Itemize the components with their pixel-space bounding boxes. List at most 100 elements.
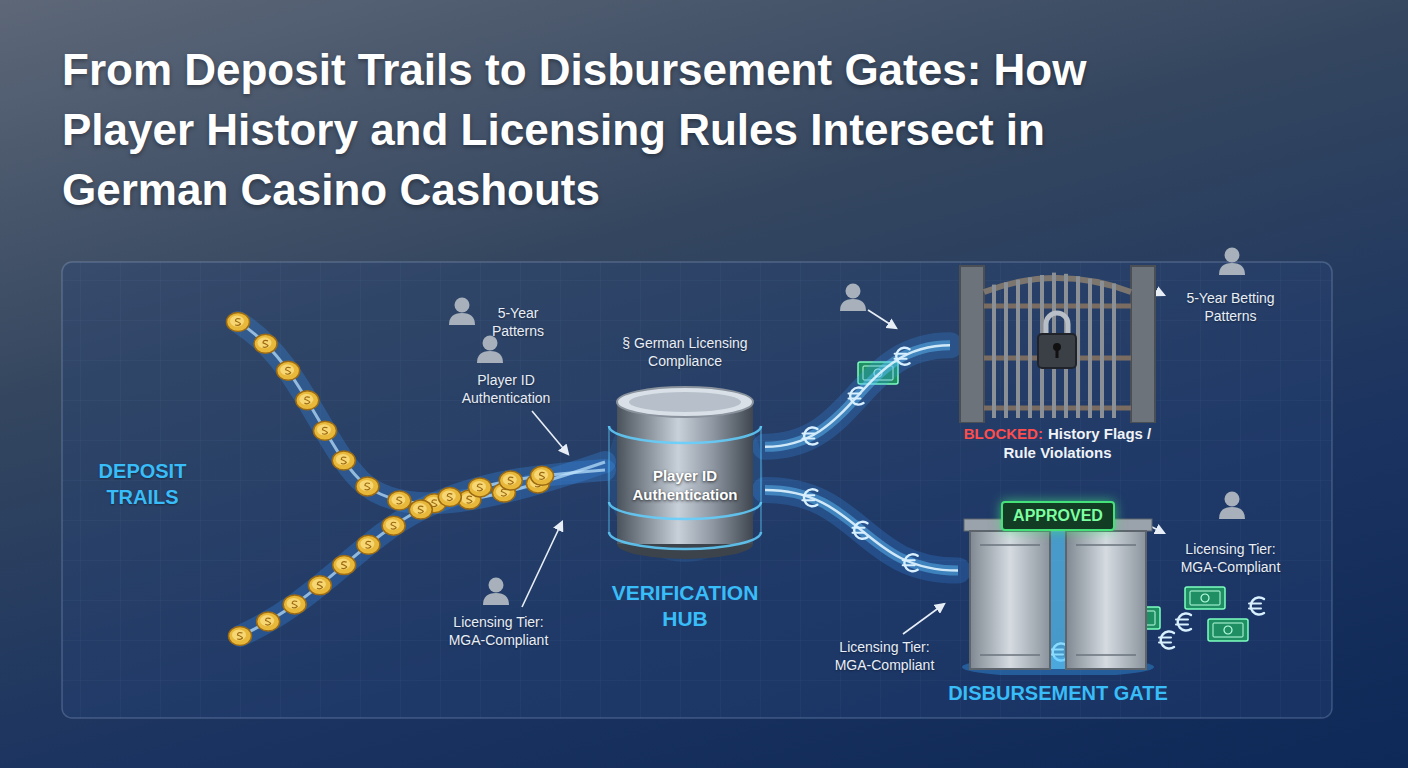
gate-bar [1088,279,1092,418]
panel-grid [62,262,1332,718]
flow-glow [765,345,950,446]
gate-caption: BLOCKED:History Flags / Rule Violations [950,424,1165,462]
hub-ring [609,502,761,519]
coin-face [317,424,331,435]
coin-body [333,556,356,575]
coin-face [386,519,400,530]
coin-body [308,576,331,595]
coin [409,500,432,519]
coin-body [382,516,405,535]
gate-bar [1004,282,1008,418]
coin-face [312,579,326,590]
coin-face [260,615,274,626]
coin-face [359,480,373,491]
euro-symbol [853,522,868,539]
coin-face [413,503,427,514]
coin-face [503,474,517,485]
coin-body [438,488,461,507]
hub-glow [607,386,763,562]
euro-symbol [802,427,817,444]
section-label: DEPOSIT TRAILS [80,458,205,510]
coin-body [356,477,379,496]
cylinder-top [617,387,753,417]
status-text: APPROVED [1013,506,1103,526]
coin [257,612,280,631]
coin-body [257,612,280,631]
door-panel-line [980,545,1136,655]
coin-body [283,595,306,614]
coin-face [442,491,456,502]
iron-gate-graphic [950,258,1165,423]
node-heading: DISBURSEMENT GATE [918,681,1198,705]
approved-sign: APPROVED [1001,501,1115,531]
euro-symbol [802,489,817,506]
coin-body [296,391,319,410]
coin-mark [447,494,452,501]
coin-face [391,494,405,505]
gate-bar [1112,283,1116,418]
coin [313,421,336,440]
coin-mark [304,397,309,404]
coin [227,313,250,332]
coin-mark [265,618,270,625]
node-heading: VERIFICATION HUB [600,580,770,632]
flow-band [765,345,950,446]
money-flow-connector [765,489,958,571]
coin-face [336,559,350,570]
coin-face [230,316,244,327]
coin [438,488,461,507]
coin-body [332,451,355,470]
hub-ring [609,426,761,443]
callout-label: Licensing Tier: MGA-Compliant [822,638,947,674]
coin [356,477,379,496]
coin [499,471,522,490]
padlock-shackle [1046,313,1068,336]
hub-ring [609,426,761,532]
coin-body [277,361,300,380]
coin [382,516,405,535]
coin-mark [322,427,327,434]
coin-mark [508,477,513,484]
coin-face [232,630,246,641]
coin-body [531,466,554,485]
euro-symbol [895,348,910,365]
coin-face [280,364,294,375]
callout-label: Licensing Tier: MGA-Compliant [1168,540,1293,576]
coin-face [360,538,374,549]
coin-mark [418,506,423,513]
euro-symbol [849,388,864,405]
node-text: Player ID Authentication [615,466,755,504]
coin-mark [317,582,322,589]
coin [296,391,319,410]
coin [283,595,306,614]
blocked-gate: BLOCKED:History Flags / Rule Violations [950,258,1165,466]
flow-band [765,490,958,571]
flow-glow [765,490,958,571]
coin-body [388,491,411,510]
coin-mark [341,562,346,569]
status-flag: BLOCKED: [964,424,1043,443]
door-left [970,531,1050,669]
coin-face [287,598,301,609]
callout-label: 5-Year Betting Patterns [1168,289,1293,325]
panel [62,262,1332,718]
coin-mark [366,541,371,548]
callout-label: 5-Year Patterns [476,304,560,340]
coin [357,535,380,554]
coin-body [254,334,277,353]
coin [277,361,300,380]
coin-face [472,481,486,492]
coin-body [409,500,432,519]
coin-face [534,469,548,480]
gate-bar [1100,281,1104,418]
coin-body [499,471,522,490]
disbursement-gate: DISBURSEMENT GATEAPPROVED [958,495,1158,675]
cylinder-top-inner [629,392,741,412]
coin-body [357,535,380,554]
coin [229,627,252,646]
coin-mark [397,497,402,504]
deposit-trails [227,313,606,646]
coin-body [227,313,250,332]
money-flow-connector [765,345,950,446]
callout-label: § German Licensing Compliance [605,334,765,370]
